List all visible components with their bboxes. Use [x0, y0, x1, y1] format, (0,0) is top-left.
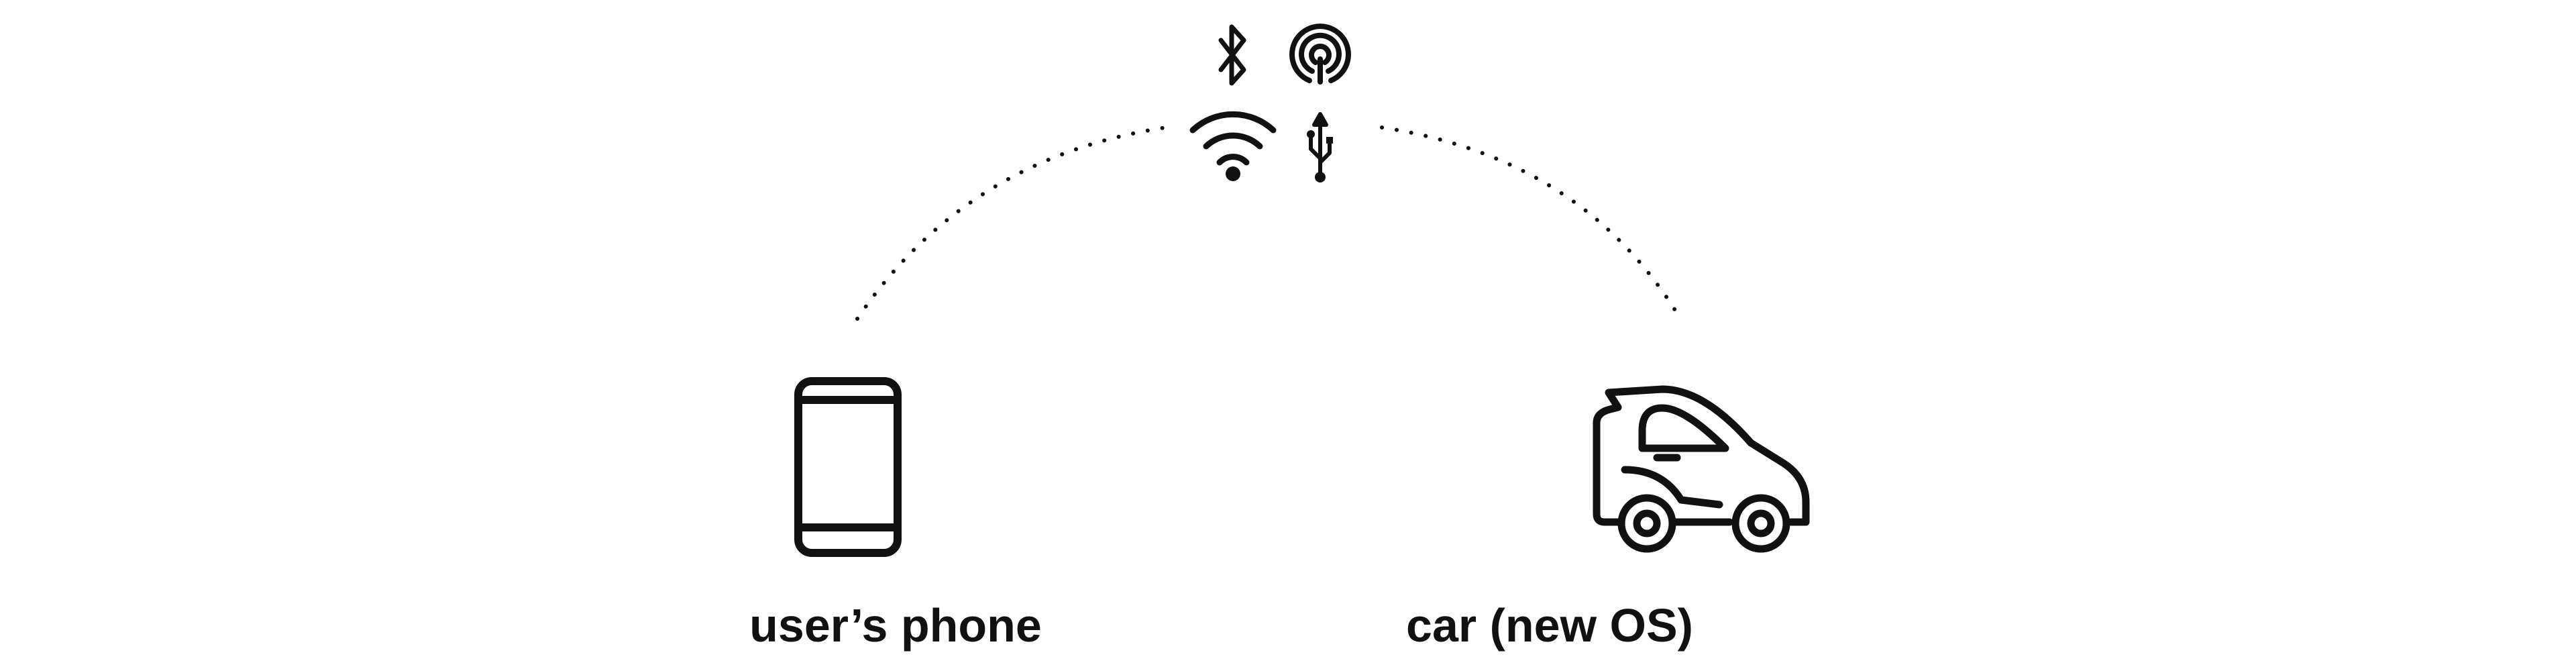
connection-arc-right [1380, 125, 1682, 321]
smartphone-icon [794, 377, 902, 557]
usb-icon [1307, 112, 1333, 183]
bluetooth-icon [1218, 24, 1246, 86]
car-icon [1593, 385, 1810, 553]
phone-label: user’s phone [749, 599, 1042, 652]
nfc-icon [1289, 23, 1351, 85]
wifi-icon [1189, 111, 1277, 181]
connection-arc-left [855, 125, 1168, 321]
car-label: car (new OS) [1406, 599, 1693, 652]
